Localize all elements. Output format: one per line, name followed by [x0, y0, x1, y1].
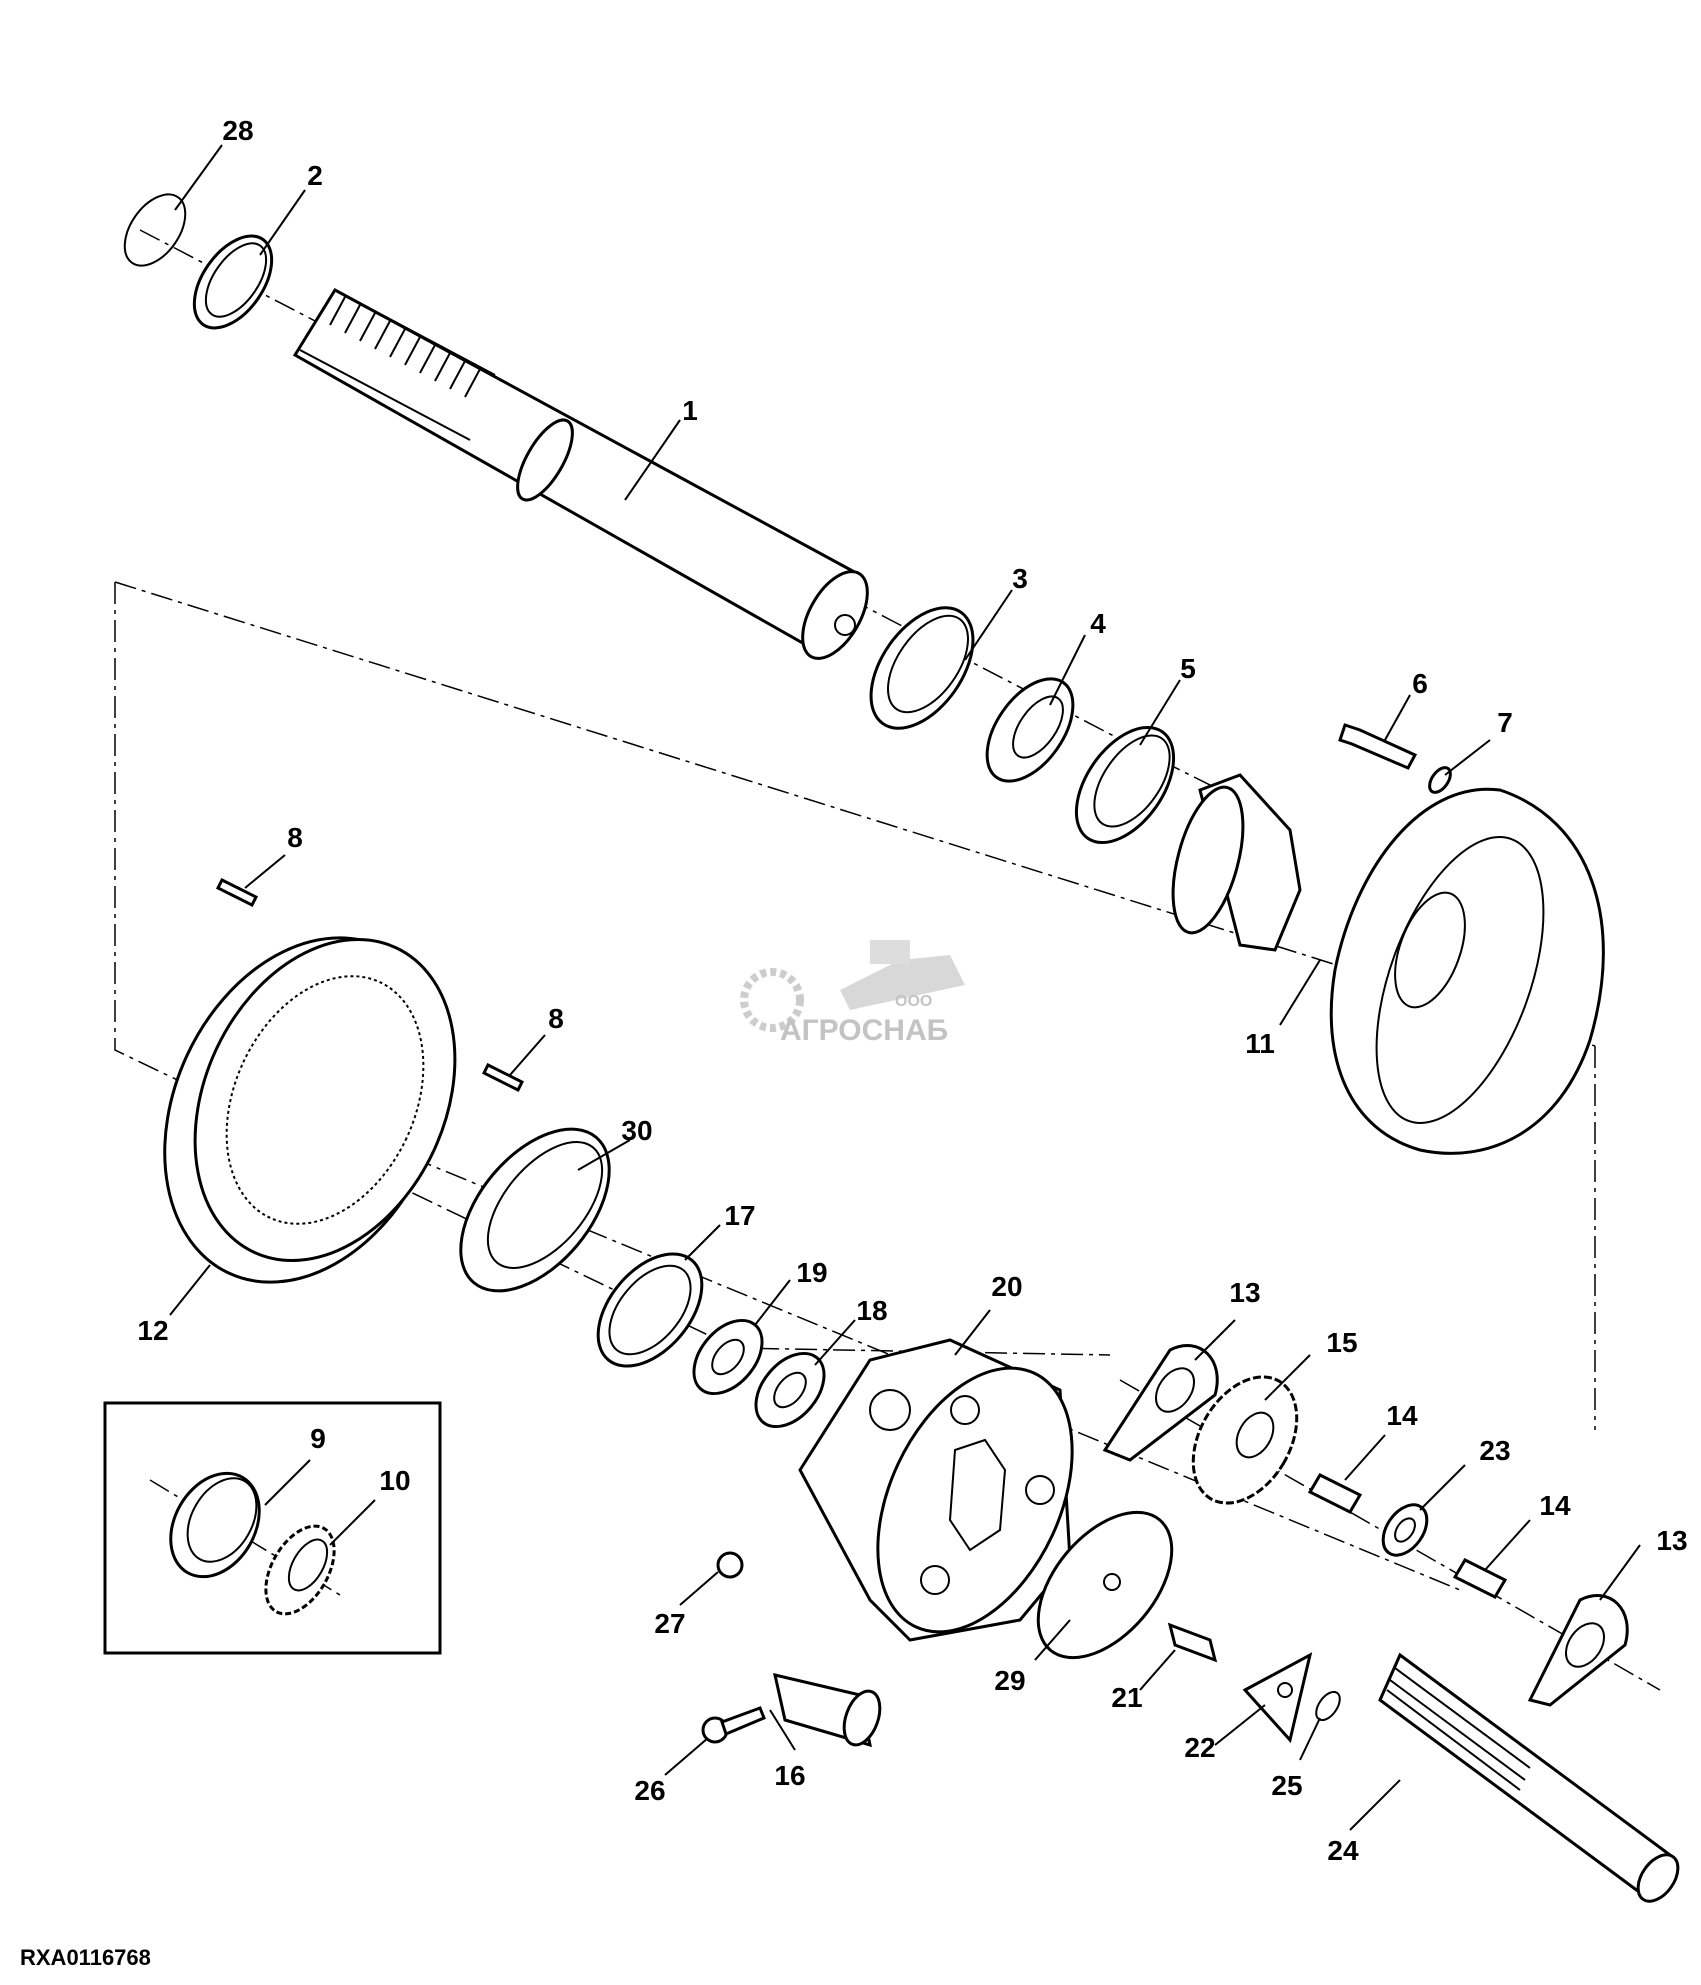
callout-14-upper: 14 — [1386, 1400, 1418, 1431]
part-29-thrust-washer — [1036, 1510, 1174, 1660]
part-3-bearing-cup — [869, 606, 975, 730]
watermark-name: АГРОСНАБ — [780, 1014, 948, 1047]
callout-19: 19 — [796, 1257, 827, 1288]
callout-24: 24 — [1327, 1835, 1359, 1866]
part-14-pin-lower — [1452, 1558, 1508, 1599]
part-15-planet-gear — [1191, 1375, 1299, 1505]
part-16-sleeve — [773, 1672, 882, 1748]
part-30-bearing — [459, 1127, 611, 1293]
part-14-pin-upper — [1307, 1473, 1363, 1514]
callout-13-upper: 13 — [1229, 1277, 1260, 1308]
part-1-shaft — [292, 288, 869, 660]
part-17-thrust-washer — [596, 1252, 704, 1368]
callout-10: 10 — [379, 1465, 410, 1496]
callout-13-lower: 13 — [1656, 1525, 1687, 1556]
callout-2: 2 — [307, 160, 323, 191]
callout-4: 4 — [1090, 608, 1106, 639]
part-24-output-shaft — [1378, 1652, 1680, 1903]
callout-30: 30 — [621, 1115, 652, 1146]
callout-29: 29 — [994, 1665, 1025, 1696]
callout-7: 7 — [1497, 707, 1513, 738]
part-22-lock-plate — [1242, 1652, 1313, 1744]
part-6-bolt — [1338, 723, 1418, 770]
callout-3: 3 — [1012, 563, 1028, 594]
callout-21: 21 — [1111, 1682, 1142, 1713]
part-27-nut — [716, 1551, 744, 1579]
part-2-ring — [192, 234, 274, 330]
watermark-prefix: ООО — [895, 993, 932, 1010]
callout-12: 12 — [137, 1315, 168, 1346]
part-12-ring-gear — [163, 936, 457, 1284]
part-28-snap-ring — [123, 193, 187, 267]
part-13-thrust-plate-lower — [1527, 1594, 1629, 1707]
part-5-bearing-cup — [1074, 725, 1176, 845]
callout-8-lower: 8 — [548, 1003, 564, 1034]
callout-9: 9 — [310, 1423, 326, 1454]
callout-18: 18 — [856, 1295, 887, 1326]
callout-17: 17 — [724, 1200, 755, 1231]
part-25-ring — [1315, 1690, 1341, 1722]
part-20-planet-carrier — [798, 1338, 1074, 1642]
callout-labels: 28 2 1 3 4 5 6 7 8 8 11 30 17 19 18 20 1… — [137, 115, 1687, 1866]
part-7-washer — [1428, 766, 1452, 794]
callout-15: 15 — [1326, 1327, 1357, 1358]
callout-22: 22 — [1184, 1732, 1215, 1763]
part-9-bearing-cup — [169, 1471, 261, 1579]
part-23-washer — [1381, 1503, 1429, 1557]
part-18-washer — [754, 1351, 826, 1429]
callout-5: 5 — [1180, 653, 1196, 684]
callout-27: 27 — [654, 1608, 685, 1639]
callout-1: 1 — [682, 395, 698, 426]
callout-14-lower: 14 — [1539, 1490, 1571, 1521]
drawing-id: RXA0116768 — [20, 1945, 151, 1970]
callout-23: 23 — [1479, 1435, 1510, 1466]
part-8-pin-lower — [481, 1062, 525, 1093]
watermark-logo: ООО АГРОСНАБ — [740, 940, 965, 1047]
part-11-housing — [1171, 773, 1605, 1155]
part-13-thrust-plate-upper — [1102, 1344, 1219, 1462]
part-10-bearing-cone — [264, 1524, 336, 1616]
inset-alternative-bearing — [103, 1401, 442, 1655]
leader-lines — [169, 144, 1641, 1831]
callout-6: 6 — [1412, 668, 1428, 699]
callout-8-upper: 8 — [287, 822, 303, 853]
part-26-screw — [701, 1706, 766, 1744]
callout-28: 28 — [222, 115, 253, 146]
callout-20: 20 — [991, 1271, 1022, 1302]
callout-26: 26 — [634, 1775, 665, 1806]
part-8-pin-upper — [215, 877, 259, 908]
callout-16: 16 — [774, 1760, 805, 1791]
callout-11: 11 — [1245, 1028, 1275, 1059]
part-4-bearing-cone — [985, 677, 1075, 783]
callout-25: 25 — [1271, 1770, 1302, 1801]
part-21-fitting — [1167, 1622, 1218, 1663]
